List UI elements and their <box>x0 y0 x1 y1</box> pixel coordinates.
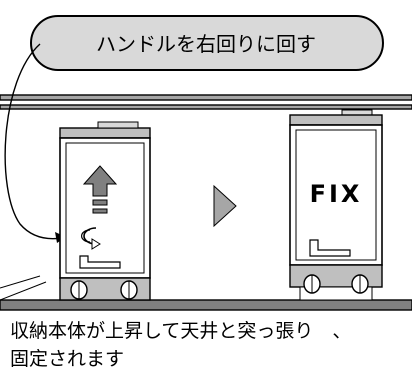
rotate-clockwise-icon <box>81 227 101 250</box>
handle <box>309 239 351 257</box>
speech-bubble: ハンドルを右回りに回す <box>30 15 384 71</box>
floor-rail <box>0 299 412 311</box>
up-arrow-icon <box>82 165 118 214</box>
ceiling-rail <box>0 94 412 110</box>
handle <box>79 255 121 269</box>
cabinet-before <box>59 121 151 301</box>
caption-line-2: 固定されます <box>10 348 125 370</box>
pointer-arrow <box>4 43 66 243</box>
bubble-text: ハンドルを右回りに回す <box>96 32 316 56</box>
callout-lines <box>0 275 47 301</box>
fix-label: FIX <box>310 180 363 208</box>
caption-line-1: 収納本体が上昇して天井と突っ張り 、 <box>10 320 352 342</box>
play-triangle-icon <box>213 184 237 228</box>
cabinet-after: FIX <box>289 109 383 301</box>
